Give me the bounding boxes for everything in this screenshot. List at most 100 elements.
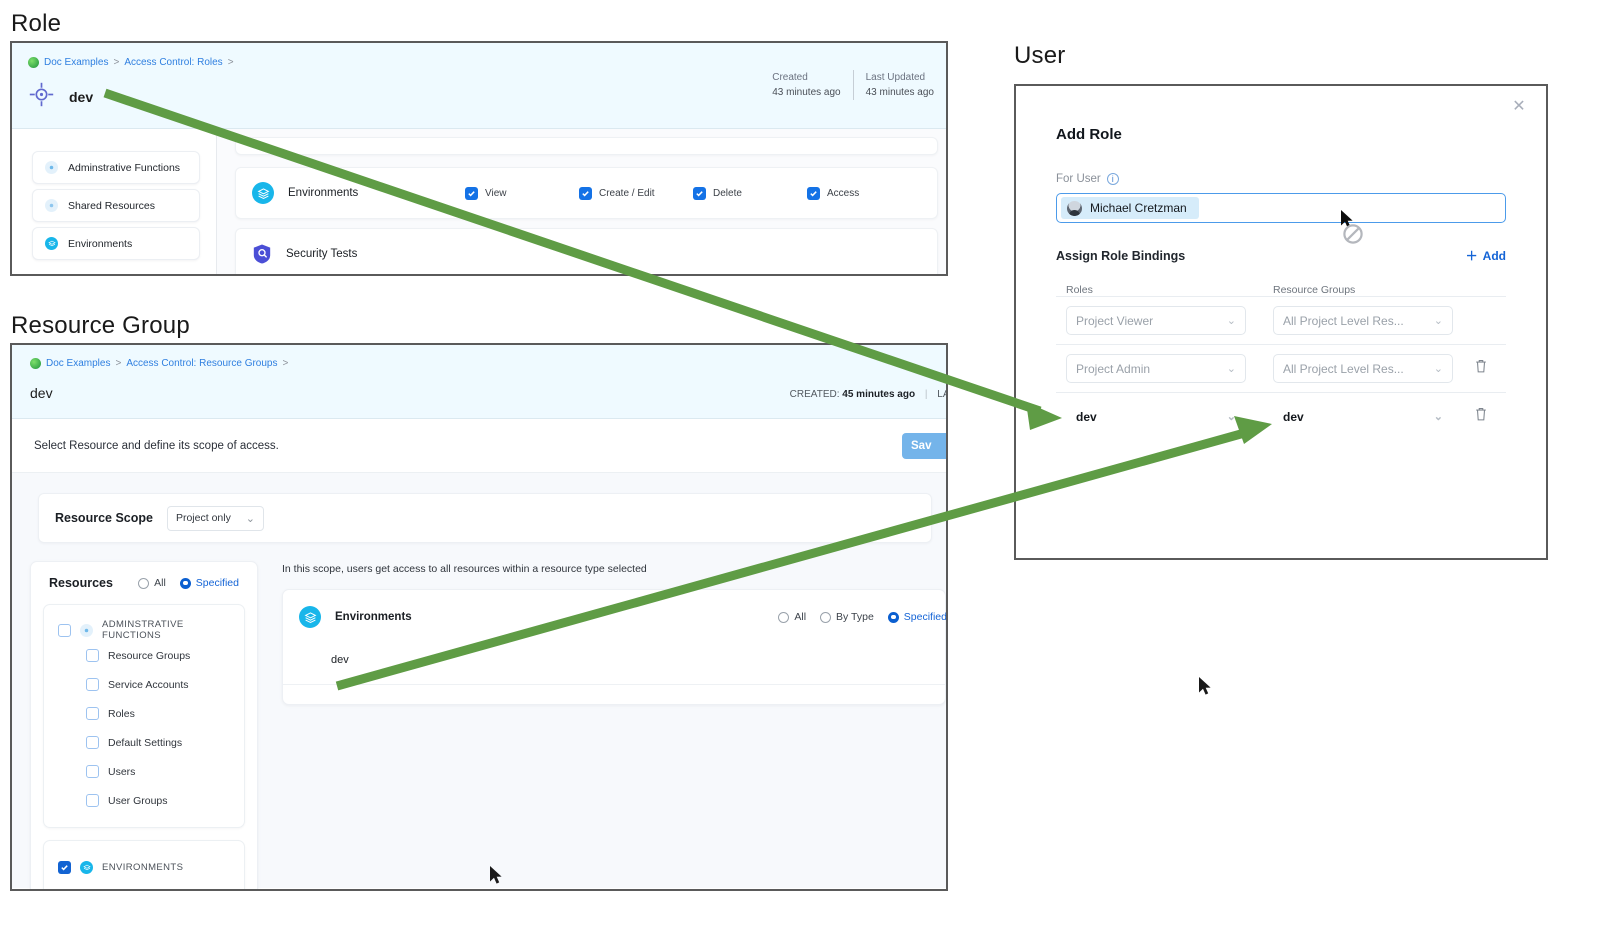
meta-updated-label: LAST UPD bbox=[937, 389, 946, 400]
save-button[interactable]: Sav bbox=[902, 433, 946, 459]
sidebar-item-administrative-functions[interactable]: Adminstrative Functions bbox=[32, 151, 200, 184]
chevron-down-icon: ⌄ bbox=[1226, 363, 1236, 375]
group-child-users[interactable]: Users bbox=[44, 757, 244, 786]
radio-icon[interactable] bbox=[778, 611, 790, 623]
checkbox-unchecked-icon[interactable] bbox=[86, 707, 99, 720]
resource-scope-select[interactable]: Project only ⌄ bbox=[166, 505, 264, 531]
resources-title: Resources bbox=[49, 576, 113, 590]
resource-scope-label: Resource Scope bbox=[55, 511, 153, 525]
checkbox-checked-icon[interactable] bbox=[465, 186, 478, 200]
scope-card-header: Environments All By Type bbox=[299, 606, 946, 628]
role-select[interactable]: Project Admin ⌄ bbox=[1066, 354, 1246, 383]
permission-card-environments[interactable]: Environments View Create / E bbox=[235, 167, 938, 219]
resource-group-select[interactable]: dev ⌄ bbox=[1273, 402, 1453, 431]
permission-label: Create / Edit bbox=[599, 187, 655, 199]
resource-group-select[interactable]: All Project Level Res... ⌄ bbox=[1273, 354, 1453, 383]
breadcrumb-section[interactable]: Access Control: Resource Groups bbox=[126, 358, 278, 369]
radio-resources-specified[interactable]: Specified bbox=[179, 577, 239, 589]
checkbox-unchecked-icon[interactable] bbox=[58, 623, 71, 637]
permission-card-title: Security Tests bbox=[286, 248, 358, 260]
caption-resource-group: Resource Group bbox=[11, 312, 190, 339]
radio-selected-icon[interactable] bbox=[887, 611, 899, 623]
permission-create-edit[interactable]: Create / Edit bbox=[579, 186, 693, 200]
child-label: Roles bbox=[108, 707, 135, 720]
permission-card-security-tests[interactable]: Security Tests bbox=[235, 228, 938, 274]
resource-group-administrative-functions: ADMINSTRATIVE FUNCTIONS Resource Groups … bbox=[43, 604, 245, 828]
group-child-resource-groups[interactable]: Resource Groups bbox=[44, 641, 244, 670]
radio-icon[interactable] bbox=[820, 611, 832, 623]
child-label: Resource Groups bbox=[108, 649, 191, 662]
for-user-label: For User bbox=[1056, 173, 1101, 185]
checkbox-unchecked-icon[interactable] bbox=[86, 736, 99, 749]
permission-view[interactable]: View bbox=[465, 186, 579, 200]
meta-updated-label: Last Updated bbox=[865, 72, 926, 83]
resource-group-meta: CREATED: 45 minutes ago | LAST UPD bbox=[790, 389, 946, 400]
group-child-roles[interactable]: Roles bbox=[44, 699, 244, 728]
avatar bbox=[1067, 200, 1082, 216]
breadcrumb-section[interactable]: Access Control: Roles bbox=[124, 57, 223, 68]
checkbox-checked-icon[interactable] bbox=[58, 861, 71, 874]
role-select[interactable]: dev ⌄ bbox=[1066, 402, 1246, 431]
meta-updated: Last Updated 43 minutes ago bbox=[852, 70, 946, 100]
group-label: ENVIRONMENTS bbox=[102, 862, 184, 873]
sidebar-item-label: Adminstrative Functions bbox=[68, 161, 181, 174]
group-header[interactable]: ADMINSTRATIVE FUNCTIONS bbox=[44, 617, 244, 641]
info-icon[interactable]: i bbox=[1106, 173, 1119, 185]
chevron-down-icon: ⌄ bbox=[1433, 315, 1443, 327]
group-child-user-groups[interactable]: User Groups bbox=[44, 786, 244, 815]
delete-binding-icon[interactable] bbox=[1474, 358, 1496, 379]
binding-row: dev ⌄ dev ⌄ bbox=[1056, 392, 1506, 440]
breadcrumb[interactable]: Doc Examples > Access Control: Resource … bbox=[30, 358, 930, 369]
chevron-down-icon: ⌄ bbox=[1433, 411, 1443, 423]
checkbox-unchecked-icon[interactable] bbox=[86, 678, 99, 691]
scope-selected-value: dev bbox=[331, 654, 349, 666]
checkbox-unchecked-icon[interactable] bbox=[86, 649, 99, 662]
radio-scope-specified[interactable]: Specified bbox=[887, 611, 946, 623]
binding-row: Project Viewer ⌄ All Project Level Res..… bbox=[1056, 296, 1506, 344]
breadcrumb-root[interactable]: Doc Examples bbox=[46, 358, 111, 369]
caption-user: User bbox=[1014, 42, 1066, 69]
environments-icon bbox=[80, 861, 93, 874]
default-cursor bbox=[490, 866, 502, 884]
delete-binding-icon[interactable] bbox=[1474, 406, 1496, 427]
for-user-field[interactable]: Michael Cretzman bbox=[1056, 193, 1506, 223]
group-child-service-accounts[interactable]: Service Accounts bbox=[44, 670, 244, 699]
checkbox-checked-icon[interactable] bbox=[807, 186, 820, 200]
checkbox-checked-icon[interactable] bbox=[693, 186, 706, 200]
radio-label: Specified bbox=[195, 577, 239, 589]
page-title: dev bbox=[69, 89, 94, 105]
user-chip[interactable]: Michael Cretzman bbox=[1061, 197, 1199, 219]
role-select[interactable]: Project Viewer ⌄ bbox=[1066, 306, 1246, 335]
breadcrumb-root[interactable]: Doc Examples bbox=[44, 57, 109, 68]
group-header[interactable]: ENVIRONMENTS bbox=[44, 853, 244, 874]
radio-selected-icon[interactable] bbox=[179, 577, 191, 589]
child-label: Service Accounts bbox=[108, 678, 189, 691]
chevron-down-icon: ⌄ bbox=[1226, 411, 1236, 423]
breadcrumb[interactable]: Doc Examples > Access Control: Roles > bbox=[28, 57, 930, 68]
role-permission-area: Environments View Create / E bbox=[217, 129, 946, 274]
group-child-default-settings[interactable]: Default Settings bbox=[44, 728, 244, 757]
sidebar-item-label: Shared Resources bbox=[68, 199, 155, 212]
close-icon[interactable]: ✕ bbox=[1512, 98, 1526, 115]
add-binding-label: Add bbox=[1482, 248, 1506, 263]
sidebar-item-environments[interactable]: Environments bbox=[32, 227, 200, 260]
checkbox-checked-icon[interactable] bbox=[579, 186, 592, 200]
resource-group-select[interactable]: All Project Level Res... ⌄ bbox=[1273, 306, 1453, 335]
resource-group-screenshot-panel: Doc Examples > Access Control: Resource … bbox=[10, 343, 948, 891]
checkbox-unchecked-icon[interactable] bbox=[86, 794, 99, 807]
radio-scope-by-type[interactable]: By Type bbox=[820, 611, 874, 623]
permission-access[interactable]: Access bbox=[807, 186, 921, 200]
radio-resources-all[interactable]: All bbox=[138, 577, 166, 589]
plus-icon: ＋ bbox=[1465, 249, 1478, 263]
radio-icon[interactable] bbox=[138, 577, 150, 589]
radio-scope-all[interactable]: All bbox=[778, 611, 806, 623]
crosshair-target-icon bbox=[28, 81, 55, 113]
add-binding-button[interactable]: ＋ Add bbox=[1466, 247, 1506, 264]
resources-column: Resources All Specified bbox=[30, 561, 258, 889]
add-role-dialog-panel: ✕ Add Role For User i Michael Cretzman A… bbox=[1014, 84, 1548, 560]
permission-delete[interactable]: Delete bbox=[693, 186, 807, 200]
sidebar-item-shared-resources[interactable]: Shared Resources bbox=[32, 189, 200, 222]
checkbox-unchecked-icon[interactable] bbox=[86, 765, 99, 778]
meta-divider: | bbox=[924, 389, 928, 400]
